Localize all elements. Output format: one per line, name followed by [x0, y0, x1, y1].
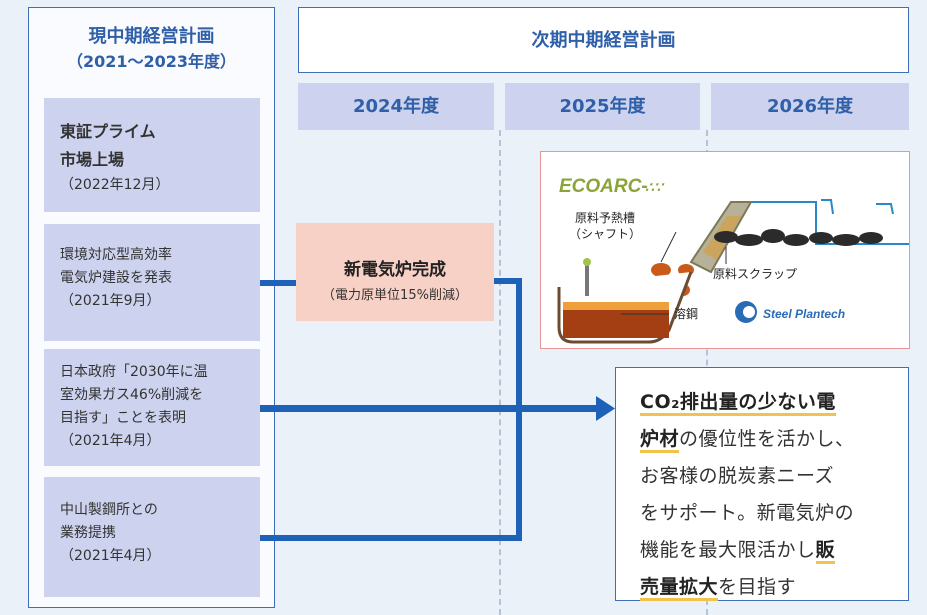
furnace-diagram-icon: ECOARC- ∴∵	[557, 176, 909, 344]
event-text-line: 目指す」ことを表明	[60, 410, 186, 426]
event-nakayama-alliance: 中山製鋼所との 業務提携 （2021年4月）	[44, 477, 260, 597]
sales-effect-box: CO₂排出量の少ない電 炉材の優位性を活かし、 お客様の脱炭素ニーズ をサポート…	[615, 367, 909, 601]
year-2026: 2026年度	[711, 83, 909, 130]
event-text-line: 日本政府「2030年に温	[60, 364, 208, 380]
next-plan-title: 次期中期経営計画	[298, 7, 909, 73]
effect-text: の優位性を活かし、	[679, 428, 855, 450]
connector-line	[260, 535, 522, 541]
current-plan-name: 現中期経営計画	[88, 26, 215, 47]
effect-bold: 販	[815, 539, 836, 564]
event-text-line: 室効果ガス46%削減を	[60, 387, 204, 403]
event-furnace-announcement: 環境対応型高効率 電気炉建設を発表 （2021年9月）	[44, 224, 260, 341]
label-molten-steel: 溶鋼	[674, 306, 698, 321]
event-date: （2021年4月）	[60, 548, 161, 564]
connector-line	[260, 280, 296, 286]
connector-line	[494, 278, 520, 284]
effect-text: お客様の脱炭素ニーズ	[640, 465, 835, 487]
effect-text: 機能を最大限活かし	[640, 539, 816, 561]
effect-text: を目指す	[718, 576, 797, 598]
year-2024: 2024年度	[298, 83, 494, 130]
steel-plantech-logo: Steel Plantech	[763, 307, 845, 321]
event-text-line: 環境対応型高効率	[60, 247, 172, 263]
new-furnace-milestone: 新電気炉完成 （電力原単位15%削減）	[296, 223, 494, 321]
event-date: （2021年4月）	[60, 433, 161, 449]
year-divider	[499, 130, 501, 615]
event-government-target: 日本政府「2030年に温 室効果ガス46%削減を 目指す」ことを表明 （2021…	[44, 349, 260, 466]
event-text-line: 中山製鋼所との	[60, 502, 158, 518]
current-plan-period: （2021～2023年度）	[66, 52, 237, 71]
effect-text: をサポート。新電気炉の	[640, 502, 855, 524]
event-text-line: 業務提携	[60, 525, 116, 541]
event-prime-listing: 東証プライム 市場上場 （2022年12月）	[44, 98, 260, 212]
current-plan-title: 現中期経営計画 （2021～2023年度）	[28, 24, 275, 74]
furnace-illustration: ECOARC- ∴∵	[540, 151, 910, 349]
label-preheat-sub: （シャフト）	[569, 227, 641, 241]
effect-bold: 炉材	[640, 428, 680, 453]
milestone-title: 新電気炉完成	[344, 260, 446, 280]
arrow-head-icon	[596, 396, 615, 421]
event-date: （2022年12月）	[60, 177, 170, 193]
event-title-line: 市場上場	[60, 150, 125, 169]
event-text-line: 電気炉建設を発表	[60, 270, 172, 286]
connector-line	[260, 405, 598, 412]
event-title-line: 東証プライム	[60, 122, 156, 141]
ecoarc-logo: ECOARC-	[559, 176, 648, 197]
milestone-subtitle: （電力原単位15%削減）	[322, 288, 468, 303]
effect-bold: CO₂排出量の少ない電	[640, 391, 836, 416]
label-preheat: 原料予熱槽	[575, 211, 635, 225]
effect-bold: 売量拡大	[640, 576, 719, 601]
year-2025: 2025年度	[505, 83, 700, 130]
label-scrap: 原料スクラップ	[713, 267, 797, 281]
event-date: （2021年9月）	[60, 293, 161, 309]
ecoarc-logo-mark: ∴∵	[645, 179, 665, 195]
